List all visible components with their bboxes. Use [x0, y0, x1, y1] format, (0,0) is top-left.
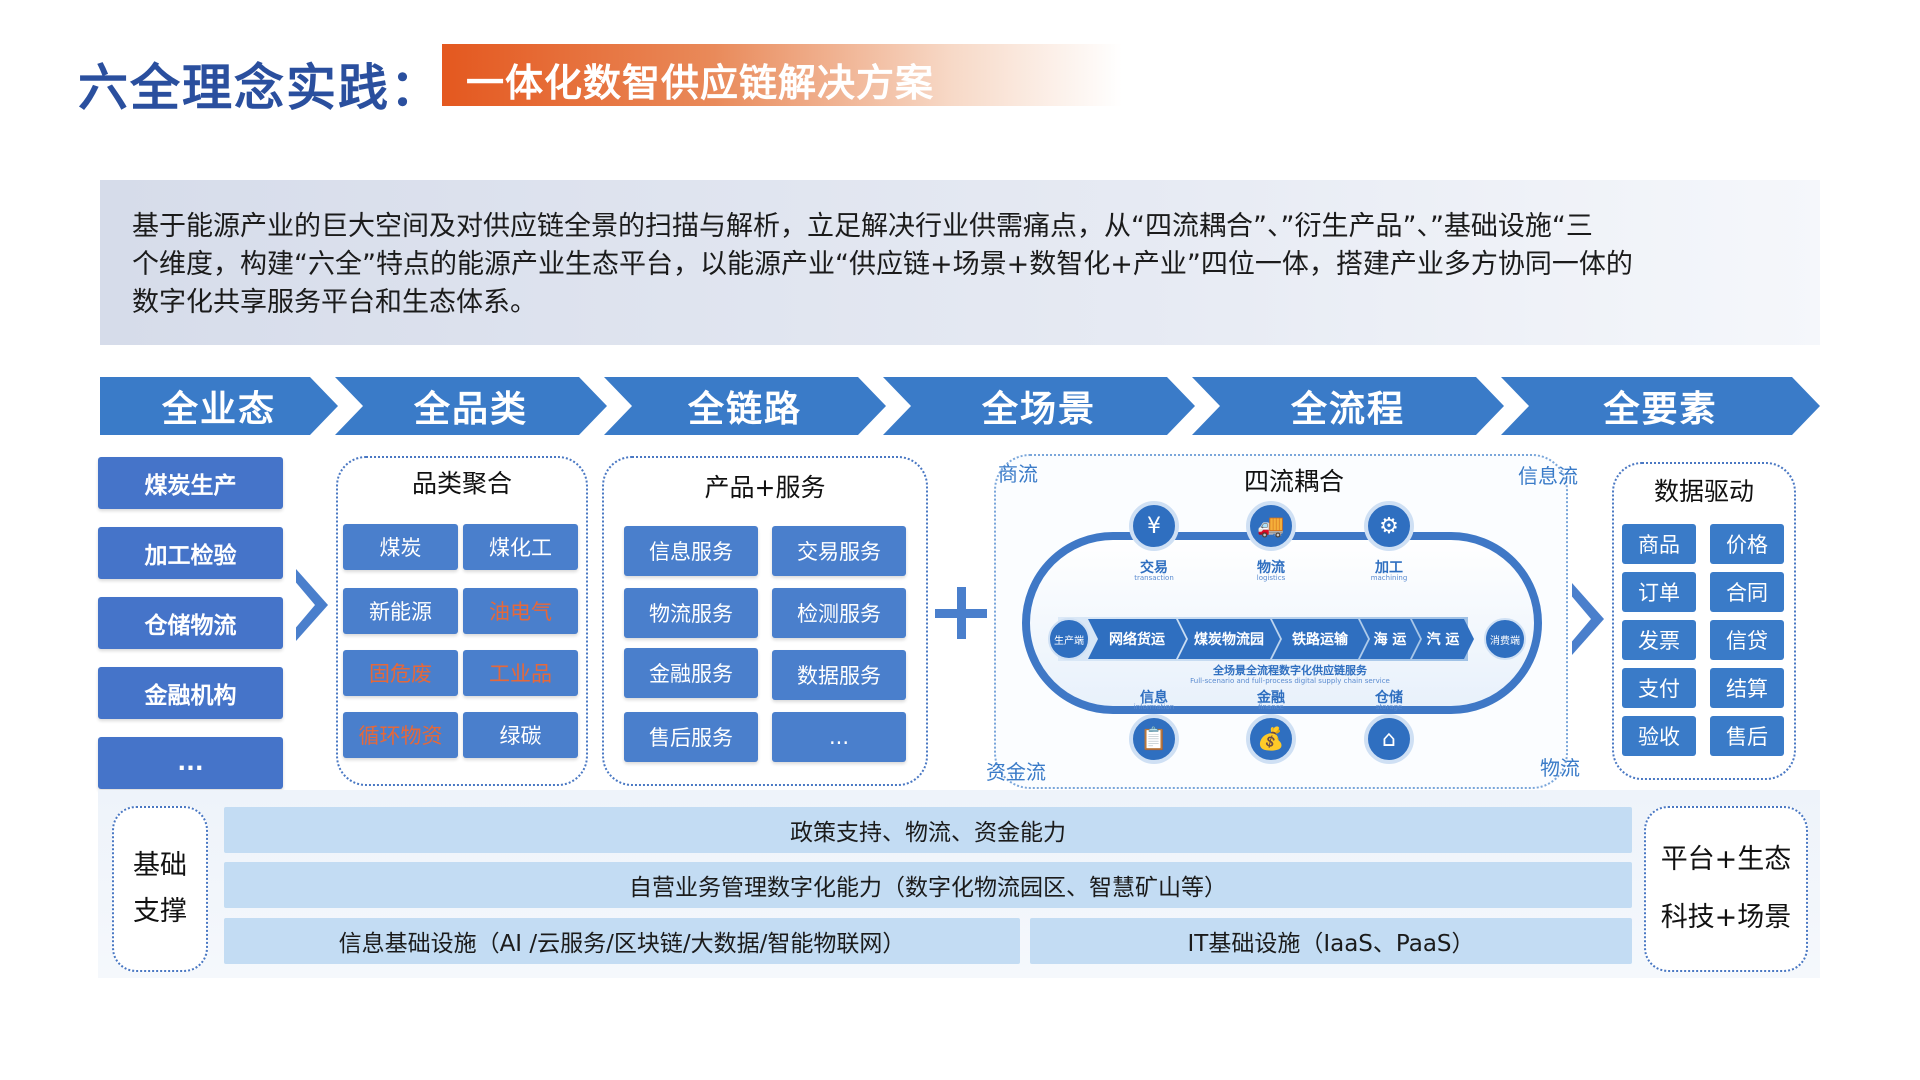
truck-icon: 🚚 — [1246, 501, 1296, 551]
services-title: 产品+服务 — [704, 473, 826, 502]
intro-line-3: 数字化共享服务平台和生态体系。 — [132, 287, 537, 318]
node-information-label: 信息 — [1140, 690, 1168, 706]
service-inspection: 检测服务 — [772, 588, 906, 638]
node-storage-en: storage — [1375, 703, 1403, 711]
category-green-carbon: 绿碳 — [463, 712, 578, 758]
warehouse-icon: ⌂ — [1364, 714, 1414, 764]
page-title: 六全理念实践： — [78, 59, 442, 117]
business-more: ... — [98, 737, 283, 789]
flow-label-information: 信息流 — [1518, 464, 1578, 488]
data-invoice: 发票 — [1622, 620, 1696, 660]
flow-label-capital: 资金流 — [986, 760, 1046, 784]
node-machining-label: 加工 — [1375, 560, 1403, 576]
category-new-energy: 新能源 — [343, 588, 458, 634]
flow-label-logistics: 物流 — [1540, 756, 1580, 780]
foundation-support-box: 基础 支撑 — [112, 806, 208, 972]
platform-ecosystem-line-2: 科技+场景 — [1660, 902, 1792, 933]
platform-ecosystem-box: 平台+生态 科技+场景 — [1644, 806, 1808, 972]
node-logistics-en: logistics — [1256, 574, 1286, 582]
chevron-all-category: 全品类 — [335, 377, 607, 435]
intro-line-1: 基于能源产业的巨大空间及对供应链全景的扫描与解析，立足解决行业供需痛点，从“四流… — [132, 211, 1593, 242]
intro-text: 基于能源产业的巨大空间及对供应链全景的扫描与解析，立足解决行业供需痛点，从“四流… — [132, 208, 1802, 322]
chevron-all-elements: 全要素 — [1501, 377, 1820, 435]
transaction-icon: ¥ — [1129, 501, 1179, 551]
node-logistics-label: 物流 — [1257, 560, 1285, 576]
node-machining-en: machining — [1370, 574, 1408, 582]
four-flows-title: 四流耦合 — [1243, 467, 1344, 496]
subtitle-banner — [442, 44, 1122, 106]
page-subtitle: 一体化数智供应链解决方案 — [466, 61, 935, 105]
node-finance-en: finance — [1258, 703, 1284, 711]
service-more: ... — [772, 712, 906, 762]
category-coal-chemical: 煤化工 — [463, 524, 578, 570]
intro-panel — [100, 180, 1820, 345]
foundation-label-1: 基础 — [133, 850, 187, 881]
bar-it-infrastructure: IT基础设施（IaaS、PaaS） — [1030, 918, 1632, 964]
database-coin-icon: 💰 — [1246, 714, 1296, 764]
node-finance-label: 金融 — [1257, 690, 1285, 706]
service-finance: 金融服务 — [624, 648, 758, 698]
flow-service-title: 全场景全流程数字化供应链服务 — [1213, 664, 1367, 677]
category-coal: 煤炭 — [343, 524, 458, 570]
node-information-en: information — [1133, 703, 1175, 711]
service-trading: 交易服务 — [772, 526, 906, 576]
step-railway: 铁路运输 — [1272, 619, 1368, 659]
data-credit: 信贷 — [1710, 620, 1784, 660]
service-logistics: 物流服务 — [624, 588, 758, 638]
bar-policy-logistics-capital: 政策支持、物流、资金能力 — [224, 807, 1632, 853]
business-warehouse-logistics: 仓储物流 — [98, 597, 283, 649]
chevron-all-scenario: 全场景 — [883, 377, 1195, 435]
business-coal-production: 煤炭生产 — [98, 457, 283, 509]
foundation-label-2: 支撑 — [133, 896, 187, 927]
category-title: 品类聚合 — [411, 469, 512, 498]
chevron-all-business: 全业态 — [100, 377, 338, 435]
bar-self-operated-digital: 自营业务管理数字化能力（数字化物流园区、智慧矿山等） — [224, 862, 1632, 908]
platform-ecosystem-line-1: 平台+生态 — [1660, 844, 1792, 875]
node-transaction-label: 交易 — [1140, 560, 1168, 576]
data-after-sales: 售后 — [1710, 716, 1784, 756]
step-road-transport: 汽 运 — [1412, 619, 1474, 659]
flow-label-commerce: 商流 — [998, 462, 1038, 486]
data-contract: 合同 — [1710, 572, 1784, 612]
node-storage-label: 仓储 — [1375, 690, 1403, 706]
business-processing-inspection: 加工检验 — [98, 527, 283, 579]
service-information: 信息服务 — [624, 526, 758, 576]
chevron-all-process: 全流程 — [1192, 377, 1504, 435]
step-coal-logistics-park: 煤炭物流园 — [1178, 619, 1280, 659]
category-recycled-materials: 循环物资 — [343, 712, 458, 758]
arrow-right-icon-cutout — [293, 579, 315, 631]
clipboard-icon: 📋 — [1129, 714, 1179, 764]
data-payment: 支付 — [1622, 668, 1696, 708]
gear-icon: ⚙ — [1364, 501, 1414, 551]
node-producer: 生产端 — [1048, 618, 1090, 660]
step-network-freight: 网络货运 — [1088, 619, 1186, 659]
data-order: 订单 — [1622, 572, 1696, 612]
category-hazardous-waste: 固危废 — [343, 650, 458, 696]
step-sea-shipping: 海 运 — [1360, 619, 1420, 659]
data-commodity: 商品 — [1622, 524, 1696, 564]
data-price: 价格 — [1710, 524, 1784, 564]
category-oil-power-gas: 油电气 — [463, 588, 578, 634]
data-acceptance: 验收 — [1622, 716, 1696, 756]
node-transaction-en: transaction — [1134, 574, 1174, 582]
flow-service-subtitle: Full-scenario and full-process digital s… — [1190, 677, 1390, 685]
intro-line-2: 个维度，构建“六全”特点的能源产业生态平台，以能源产业“供应链+场景+数智化+产… — [132, 249, 1633, 280]
business-financial-institutions: 金融机构 — [98, 667, 283, 719]
data-settlement: 结算 — [1710, 668, 1784, 708]
node-consumer: 消费端 — [1484, 618, 1526, 660]
arrow-right-icon-2-cutout — [1569, 593, 1591, 645]
category-industrial-goods: 工业品 — [463, 650, 578, 696]
plus-icon-vertical — [957, 587, 966, 639]
data-drive-title: 数据驱动 — [1653, 477, 1754, 506]
service-after-sales: 售后服务 — [624, 712, 758, 762]
service-data: 数据服务 — [772, 650, 906, 700]
bar-info-infrastructure: 信息基础设施（AI /云服务/区块链/大数据/智能物联网） — [224, 918, 1020, 964]
chevron-all-chain: 全链路 — [604, 377, 886, 435]
